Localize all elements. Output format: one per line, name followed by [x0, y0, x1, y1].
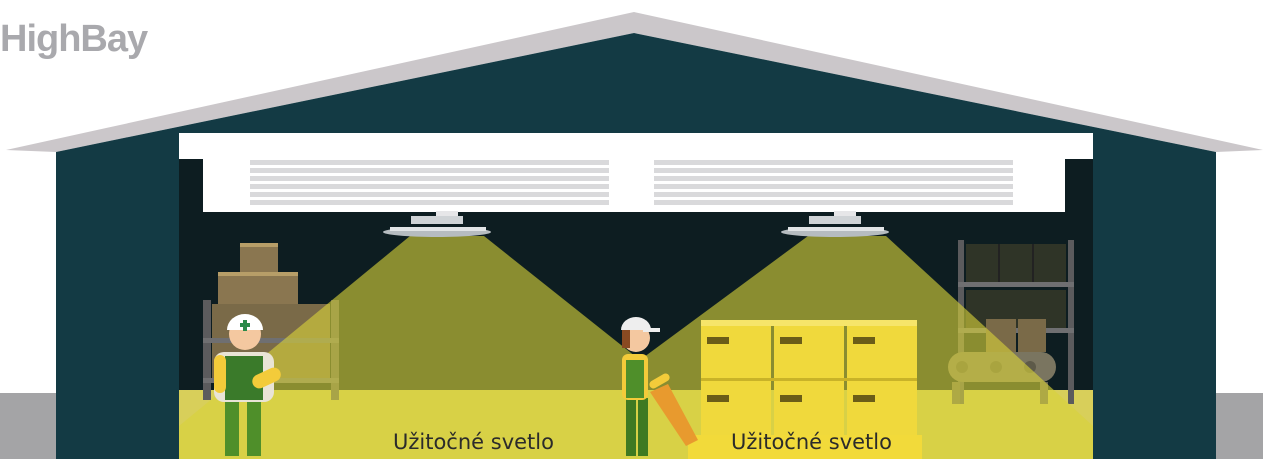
brand-logo: HighBay: [0, 18, 147, 61]
ground-left: [0, 393, 56, 459]
caption-right: Užitočné svetlo: [731, 430, 892, 454]
ceiling-beam: [179, 133, 1093, 159]
ground-right: [1216, 393, 1263, 459]
caption-left: Užitočné svetlo: [393, 430, 554, 454]
box-stack-top: [218, 272, 298, 304]
